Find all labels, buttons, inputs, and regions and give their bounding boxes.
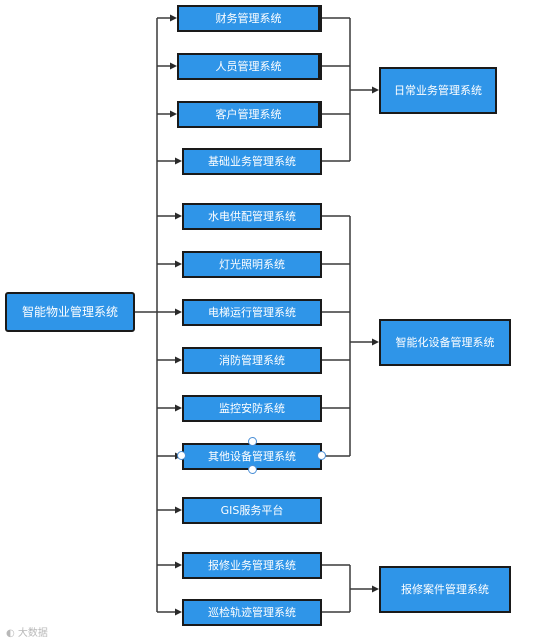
system-node-personnel[interactable]: 人员管理系统 [177,53,322,80]
system-node-fire[interactable]: 消防管理系统 [182,347,322,374]
system-node-security[interactable]: 监控安防系统 [182,395,322,422]
system-node-finance[interactable]: 财务管理系统 [177,5,322,32]
watermark-icon: ◐ [6,628,15,639]
watermark-logo: ◐ 大数据 [6,624,48,639]
system-node-elevator[interactable]: 电梯运行管理系统 [182,299,322,326]
system-node-water-power[interactable]: 水电供配管理系统 [182,203,322,230]
root-node[interactable]: 智能物业管理系统 [5,292,135,332]
system-node-customer[interactable]: 客户管理系统 [177,101,322,128]
watermark-text: 大数据 [17,628,48,639]
group-node-daily-business[interactable]: 日常业务管理系统 [379,67,497,114]
group-node-smart-devices[interactable]: 智能化设备管理系统 [379,319,511,366]
system-node-repair-business[interactable]: 报修业务管理系统 [182,552,322,579]
system-node-basic-business[interactable]: 基础业务管理系统 [182,148,322,175]
selection-handle-right[interactable] [317,451,326,460]
selection-handle-top[interactable] [248,437,257,446]
group-node-repair-cases[interactable]: 报修案件管理系统 [379,566,511,613]
selection-handle-left[interactable] [177,451,186,460]
system-node-lighting[interactable]: 灯光照明系统 [182,251,322,278]
system-node-inspection-track[interactable]: 巡检轨迹管理系统 [182,599,322,626]
system-node-gis[interactable]: GIS服务平台 [182,497,322,524]
selection-handle-bottom[interactable] [248,465,257,474]
